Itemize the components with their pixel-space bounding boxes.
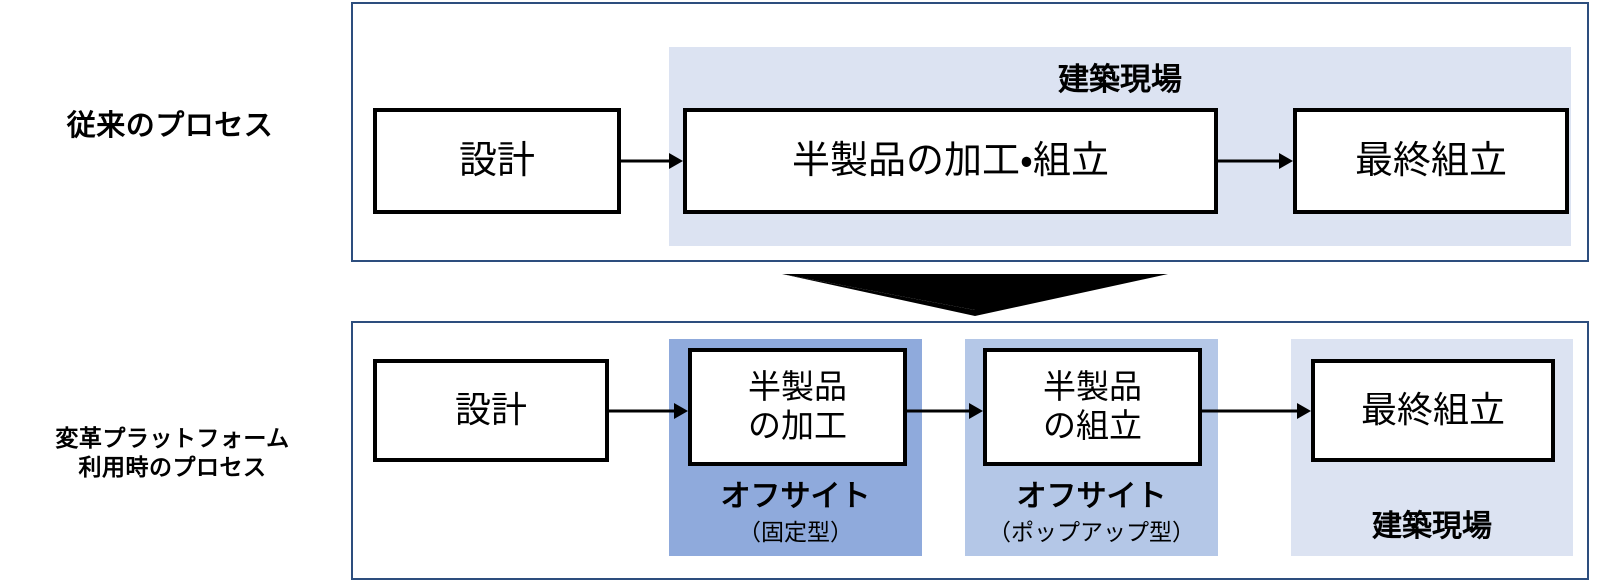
- process-panel-legacy: 建築現場 設計 半製品の加工・組立: [351, 2, 1589, 262]
- step-text-line: 設計: [454, 389, 527, 431]
- row-label-platform-line-1: 変革プラットフォーム: [55, 425, 290, 451]
- connector-arrow-platform-fab-to-assy: [907, 400, 983, 422]
- step-box-legacy-fabrication-assembly-text: 半製品の加工・組立: [792, 139, 1109, 184]
- step-box-platform-final-assembly: 最終組立: [1311, 359, 1555, 462]
- process-panel-platform: オフサイト （固定型） オフサイト （ポップアップ型） 建築現場 設計: [351, 321, 1589, 580]
- step-box-legacy-design: 設計: [373, 108, 621, 214]
- step-text-line: の組立: [1043, 407, 1142, 444]
- zone-label-legacy-construction-site: 建築現場: [1058, 62, 1182, 97]
- step-box-platform-fabrication-text: 半製品 の加工: [748, 368, 847, 446]
- row-label-platform-line-2: 利用時のプロセス: [78, 454, 267, 481]
- step-text-line: 半製品: [1043, 368, 1142, 406]
- connector-arrow-legacy-design-to-fab: [621, 150, 683, 172]
- zone-sublabel-offsite-popup: （ポップアップ型）: [988, 519, 1195, 545]
- step-box-platform-design: 設計: [373, 359, 609, 462]
- transition-down-arrow-icon: [782, 266, 1168, 316]
- zone-label-offsite-fixed: オフサイト: [720, 480, 871, 513]
- step-box-platform-final-assembly-text: 最終組立: [1361, 389, 1505, 431]
- step-text-line: 半製品の加工・組立: [792, 139, 1109, 182]
- zone-label-onsite-construction-site: 建築現場: [1372, 510, 1492, 543]
- step-box-legacy-final-assembly: 最終組立: [1293, 108, 1569, 214]
- row-label-legacy-line-1: 従来のプロセス: [66, 110, 274, 142]
- step-box-legacy-fabrication-assembly: 半製品の加工・組立: [683, 108, 1218, 214]
- step-box-legacy-design-text: 設計: [459, 139, 535, 184]
- step-text-line: 最終組立: [1354, 139, 1507, 182]
- step-box-platform-subassembly: 半製品 の組立: [983, 348, 1202, 466]
- step-box-legacy-final-assembly-text: 最終組立: [1355, 139, 1507, 184]
- step-box-platform-subassembly-text: 半製品 の組立: [1043, 368, 1142, 446]
- step-text-line: 設計: [458, 139, 535, 182]
- connector-arrow-legacy-fab-to-final: [1218, 150, 1293, 172]
- step-text-line: 最終組立: [1360, 389, 1505, 431]
- step-box-platform-design-text: 設計: [455, 389, 527, 431]
- connector-arrow-platform-assy-to-final: [1202, 400, 1311, 422]
- zone-sublabel-offsite-fixed: （固定型）: [738, 519, 853, 545]
- connector-arrow-platform-design-to-fab: [609, 400, 688, 422]
- row-label-platform: 変革プラットフォーム 利用時のプロセス: [0, 424, 345, 483]
- step-box-platform-fabrication: 半製品 の加工: [688, 348, 907, 466]
- step-text-line: 半製品: [748, 368, 847, 406]
- zone-label-offsite-popup: オフサイト: [1016, 480, 1167, 513]
- row-label-legacy: 従来のプロセス: [0, 108, 340, 145]
- step-text-line: の加工: [748, 407, 847, 444]
